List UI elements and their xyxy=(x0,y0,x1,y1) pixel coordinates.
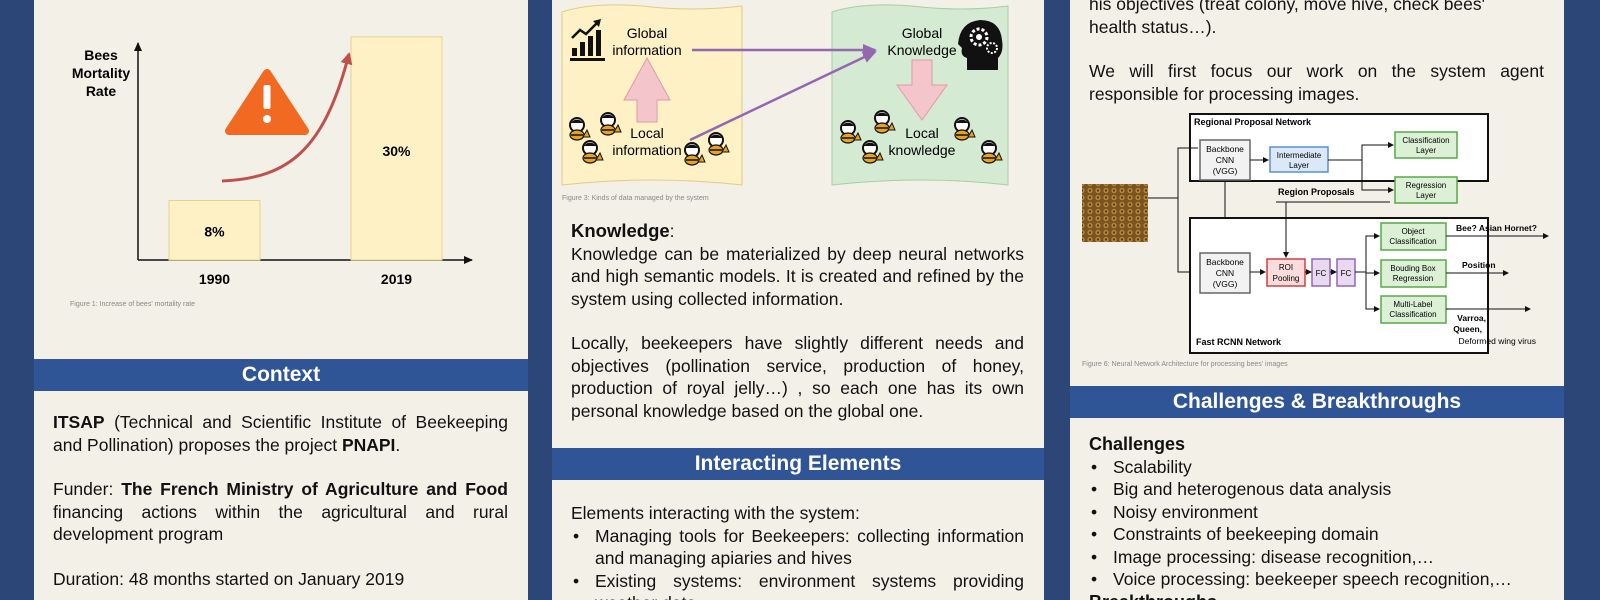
multilabel-label: Multi-Label xyxy=(1393,300,1432,309)
backbone-label: CNN xyxy=(1216,155,1234,165)
local-information-label-2: information xyxy=(612,142,681,158)
object-classification-label: Object xyxy=(1401,227,1425,236)
challenges-header: Challenges & Breakthroughs xyxy=(1070,386,1564,418)
interacting-list: Managing tools for Beekeepers: collectin… xyxy=(571,525,1024,600)
challenges-list: Scalability Big and heterogenous data an… xyxy=(1089,456,1549,591)
nn-caption: Figure 6: Neural Network Architecture fo… xyxy=(1082,361,1288,368)
classification-label: Classification xyxy=(1402,136,1449,145)
list-item: Big and heterogenous data analysis xyxy=(1089,478,1549,501)
objectives-line-1: his objectives (treat colony, move hive,… xyxy=(1089,0,1485,14)
challenges-section: Challenges Scalability Big and heterogen… xyxy=(1089,433,1549,600)
backbone-label: (VGG) xyxy=(1213,166,1238,176)
breakthroughs-title: Breakthroughs xyxy=(1089,591,1549,600)
objectives-line-2: health status…). xyxy=(1089,16,1217,37)
context-paragraph-3: Duration: 48 months started on January 2… xyxy=(53,568,405,589)
left-column: Bees Mortality Rate 8% 1990 30% 2019 Figure… xyxy=(34,0,528,600)
knowledge-section: Knowledge: Knowledge can be materialized… xyxy=(571,220,1024,422)
data-label: 8% xyxy=(204,223,225,239)
bar-2019 xyxy=(350,36,443,261)
local-knowledge-label-1: Local xyxy=(905,125,938,141)
global-information-label-2: information xyxy=(612,42,681,58)
context-paragraph-1: ITSAP (Technical and Scientific Institut… xyxy=(53,412,508,455)
neural-network-diagram: Regional Proposal Network Backbone CNN (… xyxy=(1082,113,1549,368)
head-gears-icon xyxy=(958,20,1003,70)
fc-label: FC xyxy=(1341,269,1352,278)
fc-label: FC xyxy=(1316,269,1327,278)
data-label: 30% xyxy=(382,143,411,159)
chart-caption: Figure 1: Increase of bees' mortality ra… xyxy=(70,301,195,308)
output-1-label: Bee? Asian Hornet? xyxy=(1456,223,1537,233)
global-knowledge-label-1: Global xyxy=(902,25,942,41)
list-item: Noisy environment xyxy=(1089,501,1549,524)
backbone-label: Backbone xyxy=(1206,144,1244,154)
roi-label: ROI xyxy=(1279,263,1293,272)
output-3-label: Queen, xyxy=(1453,324,1482,334)
list-item: Image processing: disease recognition,… xyxy=(1089,546,1549,569)
context-paragraph-2: Funder: The French Ministry of Agricultu… xyxy=(53,479,508,544)
backbone-label: (VGG) xyxy=(1213,279,1238,289)
bbox-regression-label: Bouding Box xyxy=(1390,264,1435,273)
objectives-text: his objectives (treat colony, move hive,… xyxy=(1089,0,1544,105)
y-axis-label-line3: Rate xyxy=(86,83,117,99)
list-item: Existing systems: environment systems pr… xyxy=(571,570,1024,600)
middle-column: Global information Local information Glo… xyxy=(552,0,1044,600)
output-2-label: Position xyxy=(1462,260,1496,270)
bees-photo xyxy=(1082,184,1148,242)
x-tick-label: 2019 xyxy=(381,271,412,287)
y-axis-label-line2: Mortality xyxy=(72,65,131,81)
growth-arrow xyxy=(221,52,353,183)
y-axis-label-line1: Bees xyxy=(84,47,118,63)
warning-icon xyxy=(225,69,309,135)
interacting-section: Elements interacting with the system: Ma… xyxy=(571,502,1024,600)
pink-up-arrow xyxy=(623,56,671,123)
interacting-intro: Elements interacting with the system: xyxy=(571,503,860,523)
knowledge-title: Knowledge: xyxy=(571,220,675,241)
fast-rcnn-title: Fast RCNN Network xyxy=(1196,337,1282,347)
object-classification-label: Classification xyxy=(1389,237,1436,246)
interacting-elements-header: Interacting Elements xyxy=(552,448,1044,480)
output-3-label: Varroa, xyxy=(1457,313,1486,323)
purple-arrow-diagonal xyxy=(689,50,877,142)
backbone-label: Backbone xyxy=(1206,257,1244,267)
regression-label: Layer xyxy=(1416,191,1436,200)
bar-1990 xyxy=(168,200,261,261)
classification-label: Layer xyxy=(1416,146,1436,155)
intermediate-label: Intermediate xyxy=(1277,151,1322,160)
focus-paragraph: We will first focus our work on the syst… xyxy=(1089,61,1544,104)
list-item: Constraints of beekeeping domain xyxy=(1089,523,1549,546)
multilabel-label: Classification xyxy=(1389,310,1436,319)
x-tick-label: 1990 xyxy=(199,271,230,287)
region-proposals-label: Region Proposals xyxy=(1278,187,1355,197)
diagram-caption: Figure 3: Kinds of data managed by the s… xyxy=(562,195,709,202)
pink-down-arrow xyxy=(896,59,948,121)
rpn-title: Regional Proposal Network xyxy=(1194,117,1312,127)
intermediate-label: Layer xyxy=(1289,161,1309,170)
local-knowledge-label-2: knowledge xyxy=(889,142,956,158)
backbone-label: CNN xyxy=(1216,268,1234,278)
context-text: ITSAP (Technical and Scientific Institut… xyxy=(53,411,508,590)
right-column: his objectives (treat colony, move hive,… xyxy=(1070,0,1564,600)
local-information-label-1: Local xyxy=(630,125,663,141)
roi-label: Pooling xyxy=(1273,274,1300,283)
bbox-regression-label: Regression xyxy=(1393,274,1433,283)
chart-icon xyxy=(570,19,605,61)
knowledge-paragraph-1: Knowledge can be materialized by deep ne… xyxy=(571,243,1024,309)
challenges-title: Challenges xyxy=(1089,434,1186,454)
output-3-label: Deformed wing virus xyxy=(1459,336,1536,346)
global-knowledge-label-2: Knowledge xyxy=(887,42,956,58)
regression-label: Regression xyxy=(1406,181,1446,190)
global-information-label-1: Global xyxy=(627,25,667,41)
list-item: Voice processing: beekeeper speech recog… xyxy=(1089,568,1549,591)
context-header: Context xyxy=(34,359,528,391)
mortality-chart: Bees Mortality Rate 8% 1990 30% 2019 Figure… xyxy=(70,36,473,308)
knowledge-paragraph-2: Locally, beekeepers have slightly differ… xyxy=(571,333,1024,421)
list-item: Scalability xyxy=(1089,456,1549,479)
data-kinds-diagram: Global information Local information Glo… xyxy=(561,4,1009,202)
list-item: Managing tools for Beekeepers: collectin… xyxy=(571,525,1024,570)
